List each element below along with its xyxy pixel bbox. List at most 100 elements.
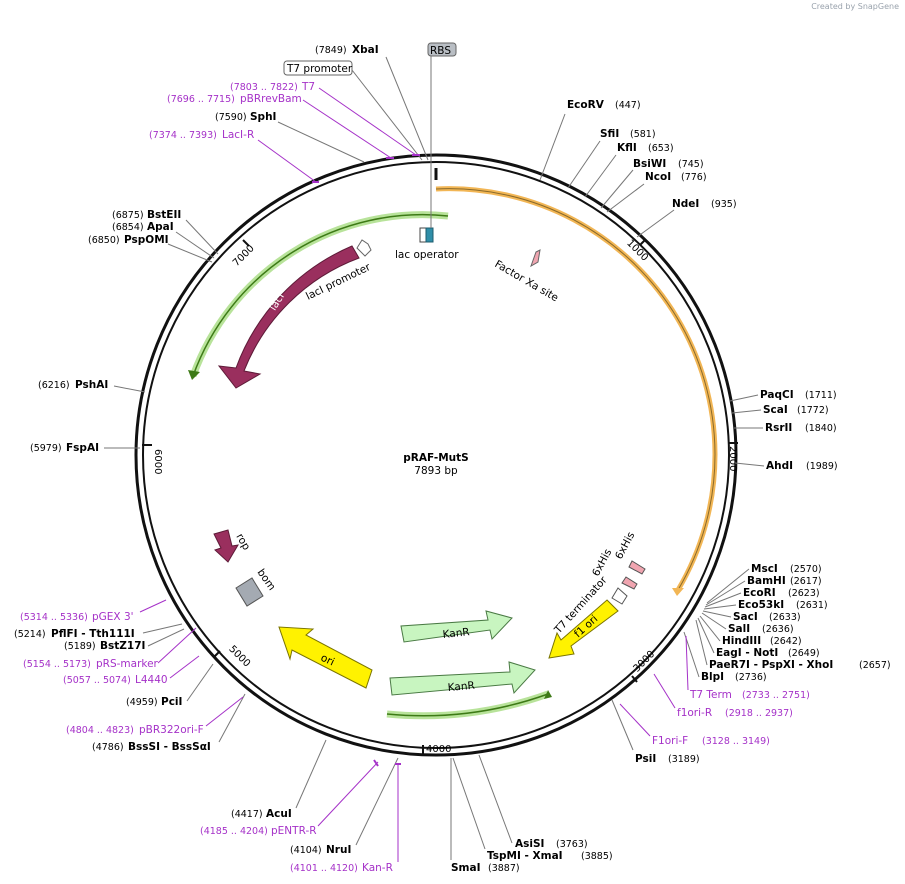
enzyme-bsteii[interactable]: (6875) BstEII <box>112 209 219 255</box>
svg-text:(6216): (6216) <box>38 380 70 391</box>
primer-pbrrevbam[interactable]: (7696 .. 7715) pBRrevBam <box>167 93 394 159</box>
primer-pentr-r[interactable]: (4185 .. 4204) pENTR-R <box>200 759 379 837</box>
enzyme-ecori[interactable]: EcoRI (2623) <box>704 587 820 608</box>
lac-operator-label: lac operator <box>395 249 459 261</box>
enzyme-bstz17i[interactable]: (5189) BstZ17I <box>64 628 185 652</box>
svg-text:SalI: SalI <box>728 623 750 635</box>
f1-ori-feature[interactable] <box>548 599 619 659</box>
enzyme-eco53ki[interactable]: Eco53kI (2631) <box>703 599 828 611</box>
svg-text:pGEX 3': pGEX 3' <box>92 611 134 623</box>
his-tag-1[interactable] <box>621 576 638 590</box>
svg-text:pBRrevBam: pBRrevBam <box>240 93 302 105</box>
enzyme-pflfi-tth111i[interactable]: (5214) PflFI - Tth111I <box>14 623 183 640</box>
enzyme-scai[interactable]: ScaI (1772) <box>731 404 829 416</box>
primer-kan-r[interactable]: (4101 .. 4120) Kan-R <box>290 763 401 874</box>
enzyme-kfli[interactable]: KflI (653) <box>584 142 674 198</box>
rop-feature[interactable] <box>213 529 239 563</box>
svg-text:(2623): (2623) <box>788 588 820 599</box>
laci-feature[interactable] <box>217 245 360 389</box>
primer-f1ori-r[interactable]: f1ori-R (2918 .. 2937) <box>653 673 793 719</box>
enzyme-psii[interactable]: PsiI (3189) <box>611 699 700 765</box>
plasmid-name: pRAF-MutS <box>403 452 468 464</box>
svg-text:f1ori-R: f1ori-R <box>677 707 712 719</box>
enzyme-bsiwi[interactable]: BsiWI (745) <box>600 158 704 209</box>
svg-text:(2733 .. 2751): (2733 .. 2751) <box>742 690 810 701</box>
svg-text:(581): (581) <box>630 129 656 140</box>
svg-text:(6875): (6875) <box>112 210 144 221</box>
svg-text:(7849): (7849) <box>315 45 347 56</box>
t7-promoter-label-box[interactable]: T7 promoter <box>283 60 353 76</box>
svg-text:PsiI: PsiI <box>635 753 656 765</box>
enzyme-ndei[interactable]: NdeI (935) <box>636 198 737 238</box>
primer-pbr322ori-f[interactable]: (4804 .. 4823) pBR322ori-F <box>66 696 244 736</box>
enzyme-apai[interactable]: (6854) ApaI <box>112 221 215 259</box>
primer-laci-r[interactable]: (7374 .. 7393) LacI-R <box>149 129 319 183</box>
enzyme-acui[interactable]: (4417) AcuI <box>231 739 327 820</box>
enzyme-rsrii[interactable]: RsrII (1840) <box>734 422 837 434</box>
svg-text:BlpI: BlpI <box>701 671 724 683</box>
enzyme-smai[interactable]: SmaI (3887) <box>450 758 520 874</box>
svg-text:PshAI: PshAI <box>75 379 108 391</box>
svg-text:BsiWI: BsiWI <box>633 158 666 170</box>
enzyme-asisi[interactable]: AsiSI (3763) <box>478 754 588 850</box>
enzyme-sfii[interactable]: SfiI (581) <box>567 128 656 189</box>
svg-text:NdeI: NdeI <box>672 198 699 210</box>
enzyme-ecorv[interactable]: EcoRV (447) <box>539 99 641 181</box>
enzyme-sphi[interactable]: (7590) SphI <box>215 111 365 163</box>
enzyme-hindiii[interactable]: HindIII (2642) <box>699 615 802 647</box>
his-tag-2[interactable] <box>628 560 646 575</box>
svg-text:(2657): (2657) <box>859 660 891 671</box>
rbs-label-box[interactable]: RBS <box>427 42 457 57</box>
svg-text:(3189): (3189) <box>668 754 700 765</box>
enzyme-bsssi[interactable]: (4786) BssSI - BssSαI <box>92 693 246 753</box>
kanr-feature-2[interactable] <box>389 661 536 696</box>
enzyme-sali[interactable]: SalI (2636) <box>701 612 794 635</box>
svg-text:NcoI: NcoI <box>645 171 671 183</box>
bom-feature[interactable] <box>235 577 264 607</box>
primer-f1ori-f[interactable]: F1ori-F (3128 .. 3149) <box>619 703 770 747</box>
tick-2000: 2000 <box>727 442 738 471</box>
primer-prs-marker[interactable]: (5154 .. 5173) pRS-marker <box>23 627 197 670</box>
enzyme-pshai[interactable]: (6216) PshAI <box>38 379 146 393</box>
rbs-box[interactable] <box>425 227 434 243</box>
enzyme-tspmi-xmai[interactable]: TspMI - XmaI (3885) <box>452 757 613 862</box>
t7-terminator-feature[interactable] <box>611 587 628 605</box>
enzyme-eagi-noti[interactable]: EagI - NotI (2649) <box>697 617 820 659</box>
enzyme-bamhi[interactable]: BamHI (2617) <box>705 575 822 606</box>
enzyme-saci[interactable]: SacI (2633) <box>702 610 801 623</box>
svg-text:(2631): (2631) <box>796 600 828 611</box>
primer-t7[interactable]: (7803 .. 7822) T7 <box>230 81 420 156</box>
enzyme-msci[interactable]: MscI (2570) <box>706 563 822 604</box>
svg-text:(2636): (2636) <box>762 624 794 635</box>
enzyme-xbai[interactable]: (7849) XbaI <box>315 44 429 161</box>
enzyme-srui[interactable]: (4104) NruI <box>290 757 399 856</box>
enzyme-fspai[interactable]: (5979) FspAI <box>30 442 140 454</box>
enzyme-pspomi[interactable]: (6850) PspOMI <box>88 234 213 263</box>
svg-text:L4440: L4440 <box>135 674 168 686</box>
svg-text:SfiI: SfiI <box>600 128 619 140</box>
plasmid-length: 7893 bp <box>414 465 458 477</box>
mutS-orf-arc[interactable] <box>435 186 718 592</box>
primer-pgex-3[interactable]: (5314 .. 5336) pGEX 3' <box>20 599 167 623</box>
kanr-feature-1[interactable] <box>400 610 513 643</box>
svg-text:(2918 .. 2937): (2918 .. 2937) <box>725 708 793 719</box>
enzyme-ncoi[interactable]: NcoI (776) <box>606 171 707 213</box>
enzyme-ahdi[interactable]: AhdI (1989) <box>734 460 838 472</box>
primer-l4440[interactable]: (5057 .. 5074) L4440 <box>63 655 200 686</box>
svg-text:(5189): (5189) <box>64 641 96 652</box>
svg-text:(745): (745) <box>678 159 704 170</box>
svg-text:(3885): (3885) <box>581 851 613 862</box>
factor-xa-site[interactable] <box>530 249 541 268</box>
enzyme-paqci[interactable]: PaqCI (1711) <box>729 389 837 402</box>
enzyme-pcii[interactable]: (4959) PciI <box>126 663 214 708</box>
svg-text:RBS: RBS <box>430 45 451 57</box>
his-tag-2-label: 6xHis <box>613 530 637 561</box>
enzyme-paer7i-pspxi-xhoi[interactable]: PaeR7I - PspXI - XhoI (2657) <box>695 619 891 671</box>
svg-text:5000: 5000 <box>226 644 252 670</box>
primer-t7-term[interactable]: T7 Term (2733 .. 2751) <box>685 635 810 701</box>
svg-text:F1ori-F: F1ori-F <box>652 735 688 747</box>
svg-text:(4959): (4959) <box>126 697 158 708</box>
laci-promoter-arrow[interactable] <box>356 239 372 257</box>
ori-feature[interactable] <box>278 626 373 689</box>
